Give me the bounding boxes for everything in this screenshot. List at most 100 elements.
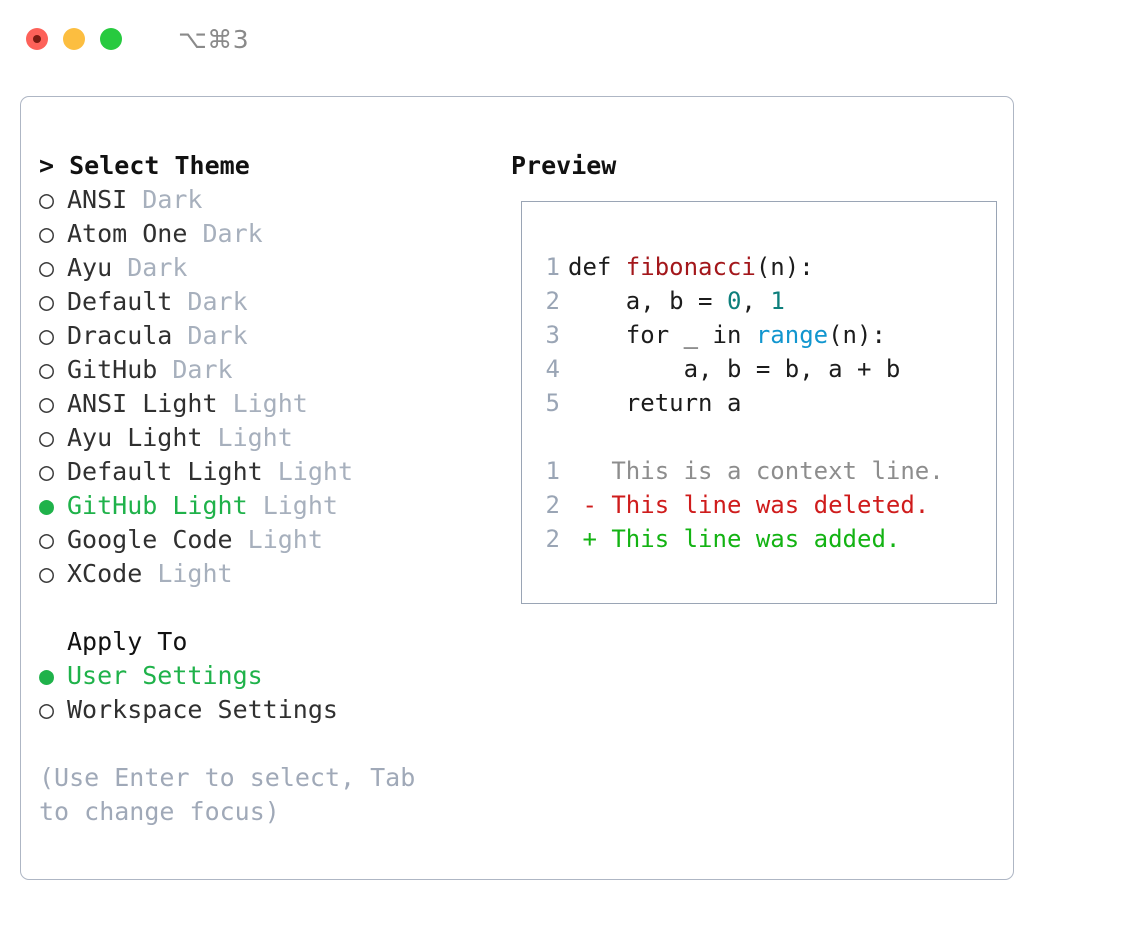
- apply-to-label: User Settings: [67, 661, 263, 690]
- preview-title: Preview: [511, 151, 617, 180]
- theme-name: Dracula: [67, 321, 173, 350]
- spacer: [127, 183, 142, 217]
- theme-name: Ayu Light: [67, 423, 203, 452]
- radio-unselected-icon[interactable]: ○: [39, 423, 55, 452]
- radio-unselected-icon[interactable]: ○: [39, 185, 55, 214]
- apply-to-item[interactable]: ● User Settings: [39, 659, 501, 693]
- theme-list-item[interactable]: ○ XCode Light: [39, 557, 501, 591]
- code-line: 5 return a: [522, 386, 996, 420]
- line-number: 5: [545, 389, 560, 417]
- radio-unselected-icon[interactable]: ○: [39, 253, 55, 282]
- spacer: [187, 217, 202, 251]
- spacer: [263, 455, 278, 489]
- theme-list-item[interactable]: ○Default Dark: [39, 285, 501, 319]
- code-line: 3 for _ in range(n):: [522, 318, 996, 352]
- code-token: ,: [741, 287, 771, 315]
- theme-variant-badge: Light: [232, 389, 308, 418]
- radio-unselected-icon[interactable]: ○: [39, 321, 55, 350]
- line-number: 2: [545, 491, 560, 519]
- diff-marker: +: [568, 525, 612, 553]
- theme-variant-badge: Light: [277, 457, 353, 486]
- code-token: range: [755, 321, 829, 349]
- theme-selector-column: > Select Theme ○ANSI Dark○Atom One Dark○…: [21, 97, 501, 879]
- prompt-caret-icon: >: [39, 151, 55, 180]
- code-token: a, b = b, a + b: [568, 355, 901, 383]
- diff-sample: 1 This is a context line. 2 - This line w…: [522, 454, 996, 556]
- theme-list-item[interactable]: ○ ANSI Dark: [39, 183, 501, 217]
- spacer: [172, 319, 187, 353]
- theme-list-item[interactable]: ○Atom One Dark: [39, 217, 501, 251]
- spacer: [233, 523, 248, 557]
- line-number: 1: [545, 457, 560, 485]
- theme-name: Ayu: [67, 253, 113, 282]
- code-token: def: [568, 253, 626, 281]
- code-token: (n):: [828, 321, 886, 349]
- diff-line: 1 This is a context line.: [522, 454, 996, 488]
- theme-list-item[interactable]: ○ ANSI Light Light: [39, 387, 501, 421]
- line-number: 2: [545, 287, 560, 315]
- theme-variant-badge: Dark: [187, 287, 248, 316]
- theme-list-item[interactable]: ○ Ayu Light Light: [39, 421, 501, 455]
- keyboard-hint-text: (Use Enter to select, Tab to change focu…: [39, 763, 431, 826]
- zoom-button-icon[interactable]: [100, 28, 122, 50]
- code-token: 1: [770, 287, 785, 315]
- theme-list-item[interactable]: ○Ayu Dark: [39, 251, 501, 285]
- radio-unselected-icon[interactable]: ○: [39, 389, 55, 418]
- radio-unselected-icon[interactable]: ○: [39, 695, 55, 724]
- theme-name: Atom One: [67, 219, 188, 248]
- select-theme-header: > Select Theme: [39, 149, 501, 183]
- theme-name: ANSI: [67, 185, 128, 214]
- spacer: [142, 557, 157, 591]
- theme-list-item[interactable]: ○ Default Light Light: [39, 455, 501, 489]
- diff-marker: -: [568, 491, 612, 519]
- radio-unselected-icon[interactable]: ○: [39, 525, 55, 554]
- apply-to-label: Workspace Settings: [67, 695, 338, 724]
- spacer: [112, 251, 127, 285]
- spacer: [202, 421, 217, 455]
- theme-variant-badge: Light: [217, 423, 293, 452]
- radio-unselected-icon[interactable]: ○: [39, 559, 55, 588]
- diff-text: This is a context line.: [611, 457, 944, 485]
- diff-text: This line was deleted.: [611, 491, 930, 519]
- code-token: fibonacci: [625, 253, 756, 281]
- theme-name: Default Light: [67, 457, 263, 486]
- main-panel: > Select Theme ○ANSI Dark○Atom One Dark○…: [20, 96, 1014, 880]
- apply-to-item[interactable]: ○ Workspace Settings: [39, 693, 501, 727]
- spacer: [172, 285, 187, 319]
- apply-to-list: ● User Settings ○ Workspace Settings: [39, 659, 501, 727]
- window-controls: [26, 28, 122, 50]
- theme-list-item[interactable]: ○Google Code Light: [39, 523, 501, 557]
- theme-variant-badge: Light: [247, 525, 323, 554]
- spacer: [218, 387, 233, 421]
- theme-list-item[interactable]: ●GitHub Light Light: [39, 489, 501, 523]
- theme-name: GitHub: [67, 355, 158, 384]
- radio-selected-icon[interactable]: ●: [39, 491, 55, 520]
- keyboard-shortcut-label: ⌥⌘3: [178, 24, 250, 54]
- line-number: 3: [545, 321, 560, 349]
- radio-selected-icon[interactable]: ●: [39, 661, 55, 690]
- theme-name: ANSI Light: [67, 389, 218, 418]
- theme-variant-badge: Dark: [142, 185, 203, 214]
- code-token: return a: [568, 389, 742, 417]
- theme-variant-badge: Dark: [187, 321, 248, 350]
- radio-unselected-icon[interactable]: ○: [39, 355, 55, 384]
- line-number: 4: [545, 355, 560, 383]
- theme-variant-badge: Light: [262, 491, 338, 520]
- theme-variant-badge: Light: [157, 559, 233, 588]
- radio-unselected-icon[interactable]: ○: [39, 457, 55, 486]
- theme-list-item[interactable]: ○GitHub Dark: [39, 353, 501, 387]
- radio-unselected-icon[interactable]: ○: [39, 219, 55, 248]
- diff-marker: [568, 454, 611, 488]
- theme-list-item[interactable]: ○ Dracula Dark: [39, 319, 501, 353]
- apply-to-header-label: Apply To: [67, 627, 188, 656]
- close-button-icon[interactable]: [26, 28, 48, 50]
- apply-to-header-spacer: [39, 625, 67, 659]
- radio-unselected-icon[interactable]: ○: [39, 287, 55, 316]
- theme-name: XCode: [67, 559, 143, 588]
- minimize-button-icon[interactable]: [63, 28, 85, 50]
- spacer: [248, 489, 263, 523]
